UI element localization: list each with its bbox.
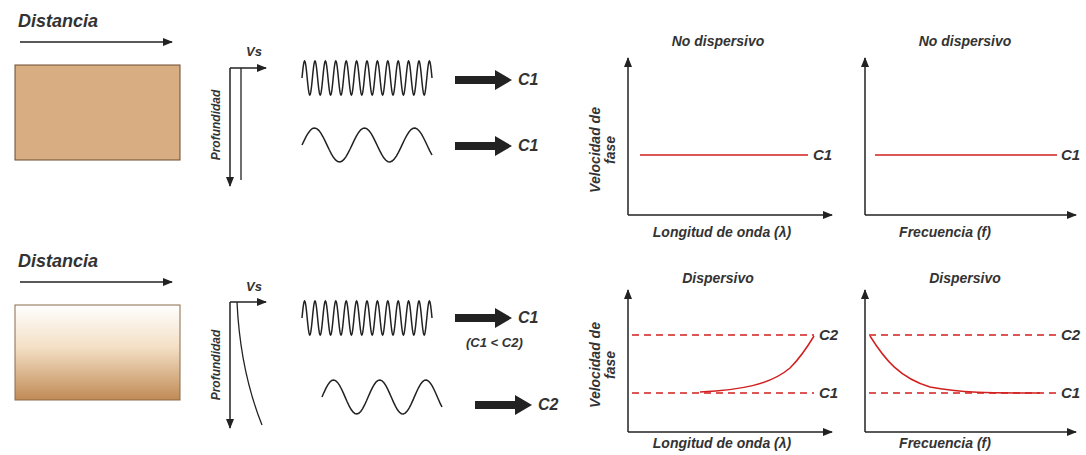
axis-label: Velocidad de fase bbox=[588, 318, 619, 413]
velocity-label: C1 bbox=[1061, 385, 1080, 402]
velocity-label: C2 bbox=[1061, 327, 1080, 344]
wave bbox=[302, 301, 432, 335]
vs-axis bbox=[230, 67, 266, 69]
velocity-label: C1 bbox=[1061, 147, 1080, 164]
axis-label: Frecuencia (f) bbox=[899, 225, 991, 240]
velocity-label: C1 bbox=[518, 309, 538, 327]
distance-arrow bbox=[20, 41, 172, 43]
axis-label: Vs bbox=[246, 280, 262, 294]
limit-line bbox=[632, 334, 814, 336]
x-axis bbox=[865, 214, 1076, 216]
axis-label: Vs bbox=[246, 45, 262, 59]
axis-label: Profundidad bbox=[210, 330, 223, 401]
y-axis bbox=[864, 58, 866, 215]
velocity-label: C1 bbox=[518, 137, 538, 155]
block-arrow bbox=[455, 308, 512, 328]
wave-group bbox=[302, 301, 442, 414]
block-arrow bbox=[455, 136, 512, 156]
velocity-label: C2 bbox=[819, 327, 838, 344]
x-axis bbox=[628, 431, 832, 433]
chart-title: No dispersivo bbox=[919, 34, 1012, 49]
wave bbox=[302, 128, 432, 162]
vs-profile bbox=[237, 302, 262, 425]
vs-profile bbox=[240, 68, 241, 180]
y-axis bbox=[864, 290, 866, 432]
inequality-note: (C1 < C2) bbox=[466, 336, 523, 350]
soil-block bbox=[15, 65, 180, 160]
chart-title: Dispersivo bbox=[682, 271, 754, 286]
y-axis bbox=[627, 290, 629, 432]
chart-title: No dispersivo bbox=[672, 34, 765, 49]
velocity-label: C2 bbox=[538, 396, 558, 414]
dispersion-curve bbox=[700, 336, 814, 392]
distance-arrow bbox=[20, 281, 172, 283]
chart-title: Dispersivo bbox=[929, 271, 1001, 286]
limit-line bbox=[869, 334, 1057, 336]
wave bbox=[322, 380, 442, 414]
x-axis bbox=[865, 431, 1076, 433]
distance-label: Distancia bbox=[18, 252, 98, 272]
axis-label: Profundidad bbox=[210, 90, 223, 161]
wave-group bbox=[302, 61, 432, 162]
velocity-label: C1 bbox=[813, 147, 832, 164]
depth-axis bbox=[229, 302, 231, 428]
soil-block bbox=[15, 305, 180, 400]
velocity-label: C1 bbox=[819, 385, 838, 402]
distance-label: Distancia bbox=[18, 12, 98, 32]
velocity-label: C1 bbox=[518, 71, 538, 89]
x-axis bbox=[628, 214, 832, 216]
axis-label: Longitud de onda (λ) bbox=[653, 436, 791, 451]
axis-label: Longitud de onda (λ) bbox=[653, 225, 791, 240]
depth-axis bbox=[229, 68, 231, 186]
dispersion-curve bbox=[870, 336, 1040, 393]
y-axis bbox=[627, 58, 629, 215]
phase-velocity-line bbox=[640, 154, 808, 156]
wave bbox=[302, 61, 432, 95]
vs-axis bbox=[230, 301, 266, 303]
axis-label: Frecuencia (f) bbox=[899, 436, 991, 451]
block-arrow bbox=[455, 70, 512, 90]
limit-line bbox=[632, 392, 814, 394]
axis-label: Velocidad de fase bbox=[588, 103, 619, 198]
block-arrow bbox=[475, 395, 532, 415]
phase-velocity-line bbox=[875, 154, 1057, 156]
